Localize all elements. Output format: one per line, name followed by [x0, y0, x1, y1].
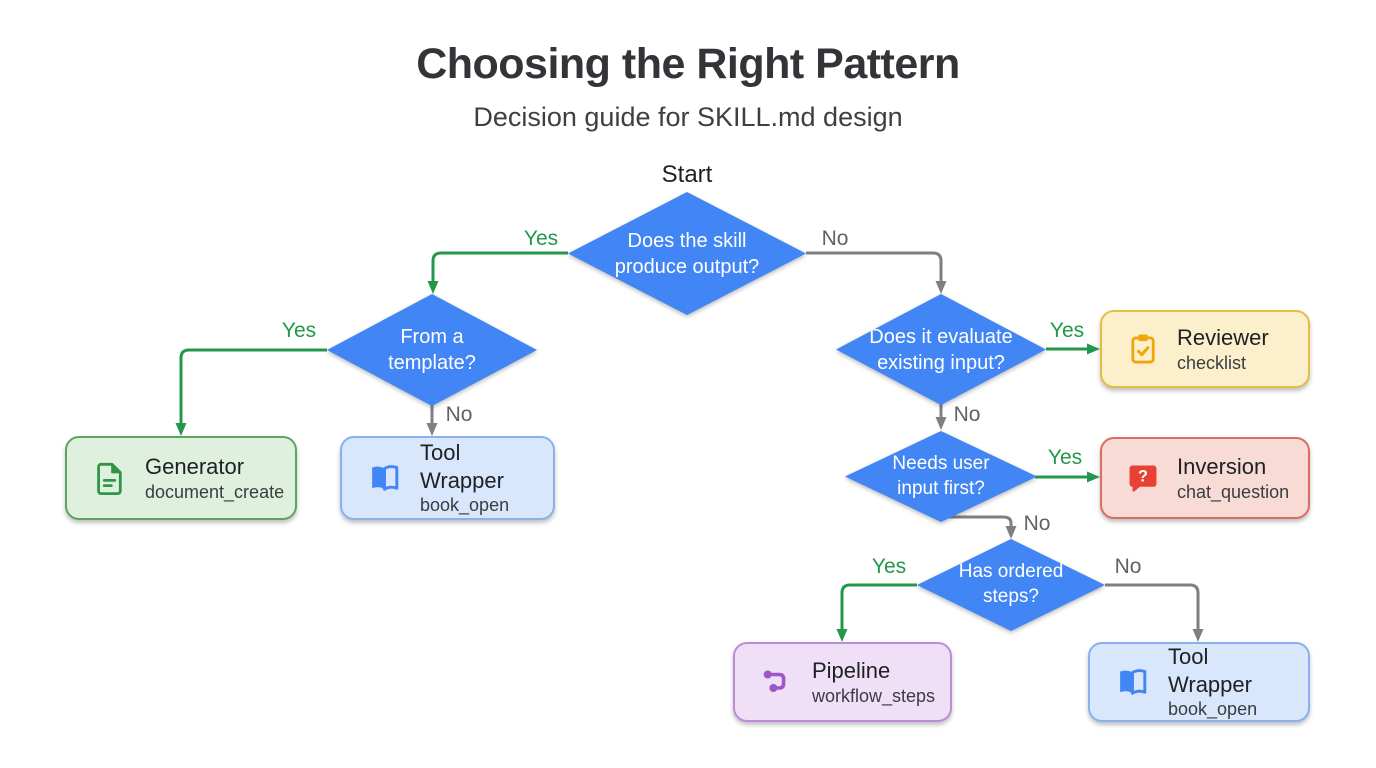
question-bubble-icon: ? — [1126, 461, 1160, 495]
branch-label-yes: Yes — [1047, 446, 1083, 469]
outcome-subtitle: chat_question — [1177, 481, 1290, 502]
outcome-title: Pipeline — [812, 658, 891, 683]
branch-label-no: No — [445, 403, 473, 426]
outcome-tool-wrapper-right: Tool Wrapper book_open — [1088, 642, 1310, 722]
page-subtitle: Decision guide for SKILL.md design — [473, 102, 903, 132]
diamond-shape: Does it evaluate existing input? — [836, 294, 1046, 405]
page-title: Choosing the Right Pattern — [416, 40, 960, 88]
decision-text: Needs user — [892, 452, 990, 474]
diamond-shape: Has ordered steps? — [917, 539, 1105, 631]
edge-needs-input-no — [937, 515, 1017, 539]
outcome-labels: Inversion chat_question — [1177, 453, 1289, 503]
diamond-shape: From a template? — [327, 294, 537, 406]
outcome-title: Inversion — [1177, 454, 1267, 479]
branch-label-yes: Yes — [871, 555, 907, 578]
diamond-shape: Does the skill produce output? — [568, 192, 806, 315]
decision-text: Does the skill — [627, 229, 747, 252]
outcome-labels: Pipeline workflow_steps — [812, 657, 935, 707]
start-label: Start — [661, 161, 713, 188]
decision-produce-output: Does the skill produce output? — [568, 192, 806, 315]
decision-from-template: From a template? — [327, 294, 537, 406]
outcome-subtitle: workflow_steps — [812, 685, 936, 706]
outcome-labels: Tool Wrapper book_open — [420, 439, 537, 517]
outcome-subtitle: checklist — [1177, 352, 1247, 373]
edge-produce-output-yes — [427, 251, 568, 294]
outcome-title: Reviewer — [1177, 325, 1269, 350]
document-icon — [91, 460, 128, 497]
outcome-subtitle: document_create — [145, 481, 285, 502]
edge-from-template-yes — [175, 348, 327, 436]
branch-label-no: No — [821, 227, 849, 250]
decision-text: Has ordered — [958, 561, 1064, 583]
decision-text: existing input? — [877, 351, 1005, 374]
outcome-reviewer: Reviewer checklist — [1100, 310, 1310, 388]
outcome-generator: Generator document_create — [65, 436, 297, 520]
decision-text: From a — [400, 326, 464, 348]
outcome-title: Tool Wrapper — [420, 440, 504, 493]
open-book-icon — [366, 460, 403, 497]
decision-ordered-steps: Has ordered steps? — [917, 539, 1105, 631]
edge-produce-output-no — [806, 251, 947, 294]
decision-evaluate-input: Does it evaluate existing input? — [836, 294, 1046, 405]
branch-label-yes: Yes — [523, 227, 559, 250]
workflow-icon — [759, 664, 795, 700]
outcome-subtitle: book_open — [420, 495, 510, 516]
decision-text: steps? — [983, 586, 1039, 607]
branch-label-yes: Yes — [1049, 319, 1085, 342]
outcome-labels: Generator document_create — [145, 453, 284, 503]
branch-label-no: No — [1023, 512, 1051, 535]
outcome-pipeline: Pipeline workflow_steps — [733, 642, 952, 722]
outcome-subtitle: book_open — [1168, 699, 1258, 720]
decision-text: template? — [388, 352, 476, 374]
decision-text: produce output? — [614, 255, 760, 278]
outcome-labels: Tool Wrapper book_open — [1168, 643, 1292, 721]
diamond-shape: Needs user input first? — [845, 431, 1037, 522]
branch-label-no: No — [1114, 555, 1142, 578]
edge-ordered-steps-no — [1105, 583, 1204, 642]
outcome-inversion: ? Inversion chat_question — [1100, 437, 1310, 519]
outcome-title: Generator — [145, 454, 245, 479]
branch-label-yes: Yes — [281, 319, 317, 342]
outcome-title: Tool Wrapper — [1168, 644, 1252, 697]
open-book-icon — [1114, 664, 1151, 701]
branch-label-no: No — [953, 403, 981, 426]
decision-text: Does it evaluate — [869, 325, 1013, 348]
edge-ordered-steps-yes — [836, 583, 917, 642]
question-glyph: ? — [1138, 468, 1148, 486]
outcome-labels: Reviewer checklist — [1177, 324, 1269, 374]
decision-needs-user-input: Needs user input first? — [845, 431, 1037, 522]
clipboard-check-icon — [1126, 332, 1160, 366]
decision-text: input first? — [897, 477, 985, 499]
outcome-tool-wrapper-left: Tool Wrapper book_open — [340, 436, 555, 520]
